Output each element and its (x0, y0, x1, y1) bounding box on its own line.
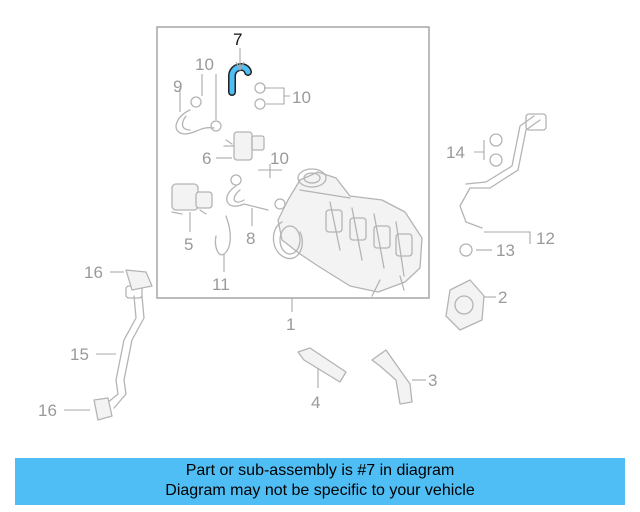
part-8-hose (226, 185, 269, 211)
callout-6: 6 (202, 149, 211, 168)
callout-4: 4 (311, 393, 320, 412)
part-6-valve (223, 131, 265, 161)
pipe-assembly-15-16 (93, 269, 153, 421)
callout-7: 7 (233, 30, 242, 49)
callout-14: 14 (446, 143, 465, 162)
callout-15: 15 (70, 345, 89, 364)
part-4-bracket (297, 347, 347, 383)
callout-3: 3 (428, 371, 437, 390)
callout-9: 9 (173, 77, 182, 96)
turbocharger-manifold (272, 168, 423, 297)
part-7-hose (228, 63, 252, 96)
pipe-assembly-12-14 (459, 113, 547, 257)
callout-5: 5 (184, 235, 193, 254)
parts-diagram: 7 10 9 10 6 10 8 5 11 1 14 12 13 2 3 4 1… (38, 26, 555, 421)
callout-16-bottom: 16 (38, 401, 57, 420)
callout-16-top: 16 (84, 263, 103, 282)
clamps-10 (190, 82, 286, 210)
callout-2: 2 (498, 288, 507, 307)
callout-12: 12 (536, 229, 555, 248)
callout-13: 13 (496, 241, 515, 260)
part-5-sensor (171, 183, 213, 215)
callout-1: 1 (286, 315, 295, 334)
callout-10-right: 10 (292, 88, 311, 107)
callout-10-top: 10 (195, 55, 214, 74)
part-3-bracket (371, 349, 413, 405)
callout-8: 8 (246, 229, 255, 248)
callout-11: 11 (212, 275, 230, 294)
banner-line-part: Part or sub-assembly is #7 in diagram (185, 462, 455, 479)
callout-10-mid: 10 (270, 149, 289, 168)
banner-line-disclaimer: Diagram may not be specific to your vehi… (165, 482, 475, 499)
leader-lines (64, 48, 531, 411)
part-9-hose (175, 109, 215, 135)
part-2-gasket (445, 279, 485, 331)
diagram-notice-banner: Part or sub-assembly is #7 in diagram Di… (15, 458, 625, 505)
